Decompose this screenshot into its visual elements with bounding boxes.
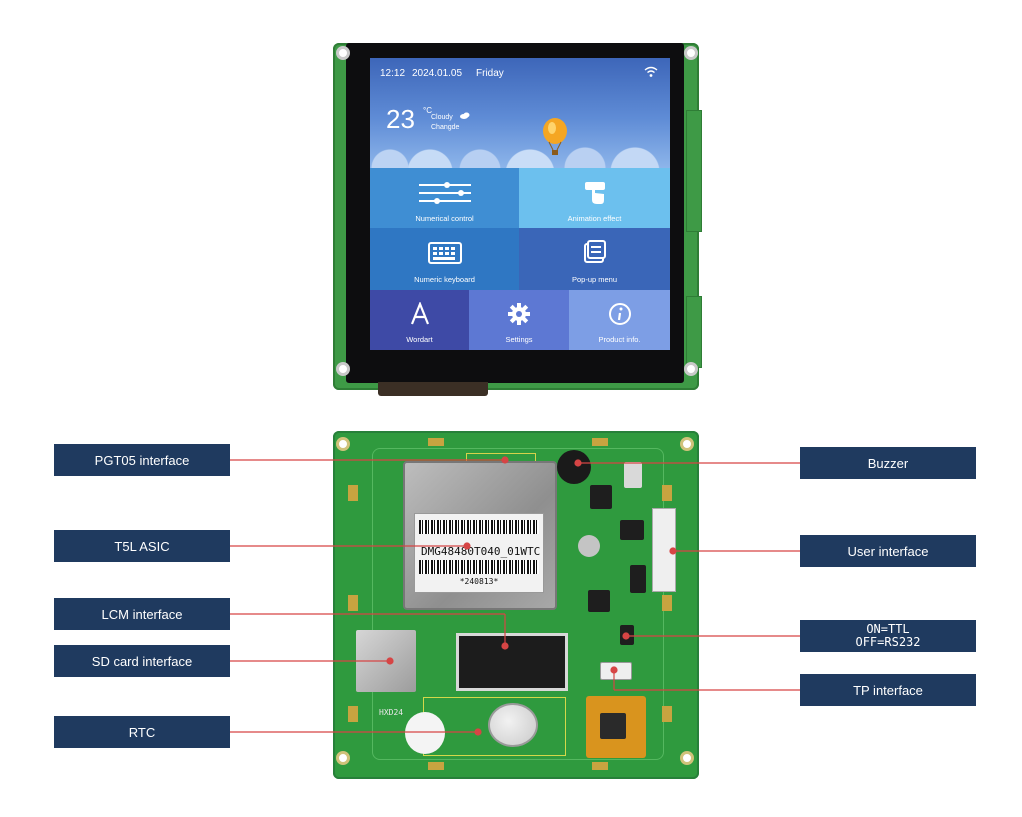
temperature-unit: °C: [423, 106, 432, 115]
asic-label: DMG48480T040_01WTC *240813*: [414, 513, 544, 593]
edge-clip: [348, 595, 358, 611]
hand-pointer-icon: [584, 182, 605, 204]
capacitor: [578, 535, 600, 557]
tile-label: Animation effect: [567, 214, 622, 223]
tile-popup-menu[interactable]: Pop-up menu: [519, 228, 670, 290]
ttl-rs232-switch: [620, 625, 634, 645]
info-icon: [608, 303, 631, 325]
edge-clip: [348, 485, 358, 501]
rtc-coin-battery: [488, 703, 538, 747]
mount-hole: [680, 751, 694, 765]
weather-city: Changde: [431, 124, 460, 131]
tile-animation-effect[interactable]: Animation effect: [519, 168, 670, 228]
tile-label: Numeric keyboard: [414, 275, 475, 284]
rtc-crystal-cover: [405, 712, 445, 754]
tile-wordart[interactable]: Wordart: [370, 290, 469, 350]
buzzer: [557, 450, 591, 484]
status-time: 12:12: [380, 68, 406, 79]
tile-settings[interactable]: Settings: [469, 290, 569, 350]
flex-cable: [378, 382, 488, 396]
callout-rs232-line: OFF=RS232: [855, 635, 921, 649]
ic-chip: [590, 485, 612, 509]
callout-lcm-interface: LCM interface: [54, 598, 230, 630]
temperature-value: 23: [386, 104, 415, 134]
cloud-band: [370, 138, 670, 172]
tile-label: Product info.: [598, 335, 641, 344]
tile-product-info[interactable]: Product info.: [569, 290, 670, 350]
inductor: [588, 590, 610, 612]
qr-code: [600, 713, 626, 739]
callout-tp-interface: TP interface: [800, 674, 976, 706]
edge-clip: [662, 485, 672, 501]
tile-label: Settings: [505, 335, 533, 344]
callout-ttl-rs232: ON=TTL OFF=RS232: [800, 620, 976, 652]
barcode: [419, 560, 539, 574]
status-date: 2024.01.05: [412, 68, 463, 79]
gear-icon: [508, 303, 530, 325]
callout-rtc: RTC: [54, 716, 230, 748]
asic-model-code: DMG48480T040_01WTC: [421, 545, 541, 558]
sliders-icon: [418, 182, 471, 204]
tile-numeric-keyboard[interactable]: Numeric keyboard: [370, 228, 519, 290]
mount-hole: [680, 437, 694, 451]
capacitor: [624, 462, 642, 488]
silkscreen-text: HXD24: [379, 708, 404, 717]
callout-pgt05-interface: PGT05 interface: [54, 444, 230, 476]
callout-ttl-line: ON=TTL: [866, 622, 910, 636]
callout-user-interface: User interface: [800, 535, 976, 567]
edge-clip: [592, 762, 608, 770]
edge-clip: [428, 762, 444, 770]
ic-chip: [630, 565, 646, 593]
lcd-screen[interactable]: 12:12 2024.01.05 Friday 23 °C Cloudy Cha…: [370, 58, 670, 350]
module-tab-right-upper: [686, 110, 702, 232]
mount-hole: [336, 362, 350, 376]
tile-numerical-control[interactable]: Numerical control: [370, 168, 519, 228]
lcm-fpc-connector: [456, 633, 568, 691]
module-tab-right-lower: [686, 296, 702, 368]
wifi-icon: [644, 66, 658, 77]
inductor: [620, 520, 644, 540]
wordart-icon: [410, 302, 429, 325]
keyboard-icon: [427, 242, 462, 264]
callout-t5l-asic: T5L ASIC: [54, 530, 230, 562]
menu-window-icon: [583, 240, 606, 263]
callout-sd-card-interface: SD card interface: [54, 645, 230, 677]
tile-label: Wordart: [406, 335, 433, 344]
weather-condition: Cloudy: [431, 114, 453, 121]
mount-hole: [336, 46, 350, 60]
hot-air-balloon-icon: [543, 118, 567, 155]
mount-hole: [684, 46, 698, 60]
barcode: [419, 520, 539, 534]
mount-hole: [336, 751, 350, 765]
mount-hole: [336, 437, 350, 451]
callout-buzzer: Buzzer: [800, 447, 976, 479]
edge-clip: [662, 595, 672, 611]
asic-date-code: *240813*: [459, 577, 499, 586]
status-weekday: Friday: [476, 68, 504, 79]
sd-card-slot: [356, 630, 416, 692]
edge-clip: [348, 706, 358, 722]
edge-clip: [428, 438, 444, 446]
tp-connector: [600, 662, 632, 680]
edge-clip: [592, 438, 608, 446]
cloud-icon: [460, 112, 470, 119]
user-interface-connector: [652, 508, 676, 592]
edge-clip: [662, 706, 672, 722]
tile-label: Numerical control: [415, 214, 474, 223]
tile-label: Pop-up menu: [571, 275, 618, 284]
mount-hole: [684, 362, 698, 376]
